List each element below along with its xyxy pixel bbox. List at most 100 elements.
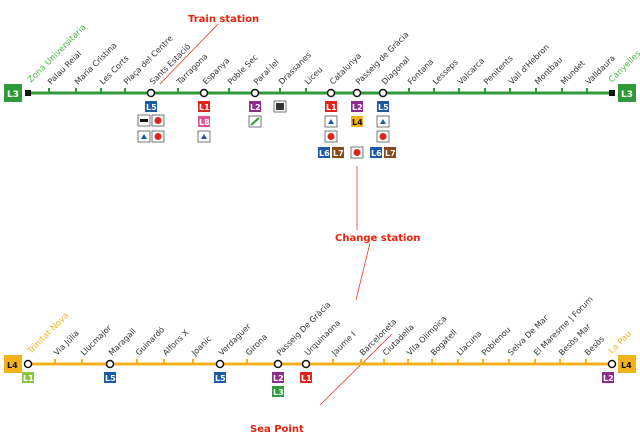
- station-tick: [192, 359, 194, 364]
- connection-badge-l11: L11: [22, 372, 40, 383]
- line-3-end-badge-label: L3: [621, 90, 633, 100]
- connection-badge-l1: L1: [198, 101, 210, 112]
- station-tick: [407, 359, 409, 364]
- line-3: L3 L3 Zona Universitaria Canyelles Palau…: [4, 23, 640, 102]
- change-station-marker: [146, 88, 156, 98]
- connection-badge-l5: L5: [145, 101, 157, 112]
- station-tick: [124, 88, 126, 93]
- station-tick: [586, 88, 588, 93]
- station-paral-lel: Paral·lel: [250, 58, 281, 98]
- port-icon: [273, 100, 287, 113]
- connection-badge-l2: L2: [351, 101, 363, 112]
- line-4-stations: Via JúliaLlucmajorMaragallGuinardóAlfons…: [52, 295, 606, 369]
- badge-label: L2: [352, 103, 363, 112]
- badge-label: L11: [23, 374, 40, 383]
- station-drassanes: Drassanes: [277, 51, 313, 93]
- station-tick: [484, 88, 486, 93]
- station-tick: [535, 88, 537, 93]
- station-liceu: Liceu: [303, 65, 324, 93]
- change-station-marker: [250, 88, 260, 98]
- station-tick: [509, 88, 511, 93]
- badge-label: L4: [352, 118, 363, 127]
- change-station-marker: [301, 359, 311, 369]
- station-fontana: Fontana: [406, 57, 435, 93]
- train-icon: [137, 114, 151, 127]
- line-3-start-badge: [4, 84, 22, 102]
- badge-bg: [272, 372, 284, 383]
- connection-badge-l6: L6: [370, 147, 382, 158]
- station-tick: [100, 88, 102, 93]
- station-tick: [75, 88, 77, 93]
- station-alfons-x: Alfons X: [161, 328, 191, 364]
- station-penitents: Penitents: [482, 54, 515, 93]
- badge-label: L2: [250, 103, 261, 112]
- line-4-start-badge-label: L4: [7, 361, 18, 370]
- connection-badge-l3: L3: [272, 386, 284, 397]
- change-callout-line-2: [355, 242, 371, 301]
- badge-bg: [145, 101, 157, 112]
- station-poblenou: Poblenou: [480, 325, 512, 364]
- line-4-end-badge: [618, 355, 636, 373]
- station-label: Passeig De Gràcia: [275, 300, 332, 357]
- station-tick: [408, 88, 410, 93]
- station-tick: [360, 359, 362, 364]
- fgc-icon: [137, 130, 151, 143]
- station-tick: [332, 359, 334, 364]
- station-via-julia: Via Júlia: [52, 329, 81, 364]
- station-poble-sec: Poble Sec: [226, 53, 260, 93]
- station-tick: [431, 359, 433, 364]
- sea-point-callout: Sea Point: [250, 424, 304, 435]
- badge-label: L3: [273, 388, 284, 397]
- change-station-marker: [273, 359, 283, 369]
- change-station-marker: [378, 88, 388, 98]
- badge-label: L6: [319, 149, 330, 158]
- badge-bg: [249, 101, 261, 112]
- station-tick: [136, 359, 138, 364]
- fgc-icon: [197, 130, 211, 143]
- station-label: Besòs: [582, 334, 606, 358]
- station-tick: [305, 88, 307, 93]
- station-tick: [508, 359, 510, 364]
- badge-bg: [22, 372, 34, 383]
- station-tick: [559, 359, 561, 364]
- station-label: Girona: [244, 332, 269, 357]
- badge-bg: [272, 386, 284, 397]
- station-mundet: Mundet: [559, 59, 587, 93]
- line-4-start-terminus: [23, 359, 33, 369]
- badge-bg: [198, 116, 210, 127]
- station-label: Vila Olímpica: [405, 314, 448, 357]
- badge-label: L5: [215, 374, 226, 383]
- station-label: Liceu: [303, 65, 324, 86]
- station-tick: [177, 88, 179, 93]
- change-station-callout: Change station: [335, 233, 420, 244]
- fgc-icon: [324, 115, 338, 128]
- line-3-end-terminal: Canyelles: [607, 49, 640, 86]
- badge-bg: [332, 147, 344, 158]
- station-tick: [163, 359, 165, 364]
- station-label: Lesseps: [431, 58, 460, 87]
- badge-bg: [602, 372, 614, 383]
- badge-label: L2: [273, 374, 284, 383]
- station-tick: [81, 359, 83, 364]
- station-llucmajor: Llucmajor: [79, 323, 114, 364]
- badge-label: L5: [146, 103, 157, 112]
- station-valcarca: Valcarca: [456, 56, 486, 93]
- fgc-icon: [376, 115, 390, 128]
- station-girona: Girona: [244, 332, 269, 364]
- station-tick: [48, 88, 50, 93]
- station-label: Valcarca: [456, 56, 486, 86]
- station-label: Jaume I: [329, 330, 357, 358]
- badge-bg: [300, 372, 312, 383]
- train-callout-line: [159, 23, 219, 85]
- station-label: Mundet: [559, 59, 587, 87]
- station-maragall: Maragall: [105, 327, 138, 369]
- station-tick: [534, 359, 536, 364]
- station-tick: [383, 359, 385, 364]
- badge-bg: [325, 101, 337, 112]
- line-4-end-terminal: La Pau: [607, 329, 634, 356]
- change-station-marker: [352, 88, 362, 98]
- station-tick: [482, 359, 484, 364]
- station-tick: [228, 88, 230, 93]
- station-tick: [585, 359, 587, 364]
- station-tick: [54, 359, 56, 364]
